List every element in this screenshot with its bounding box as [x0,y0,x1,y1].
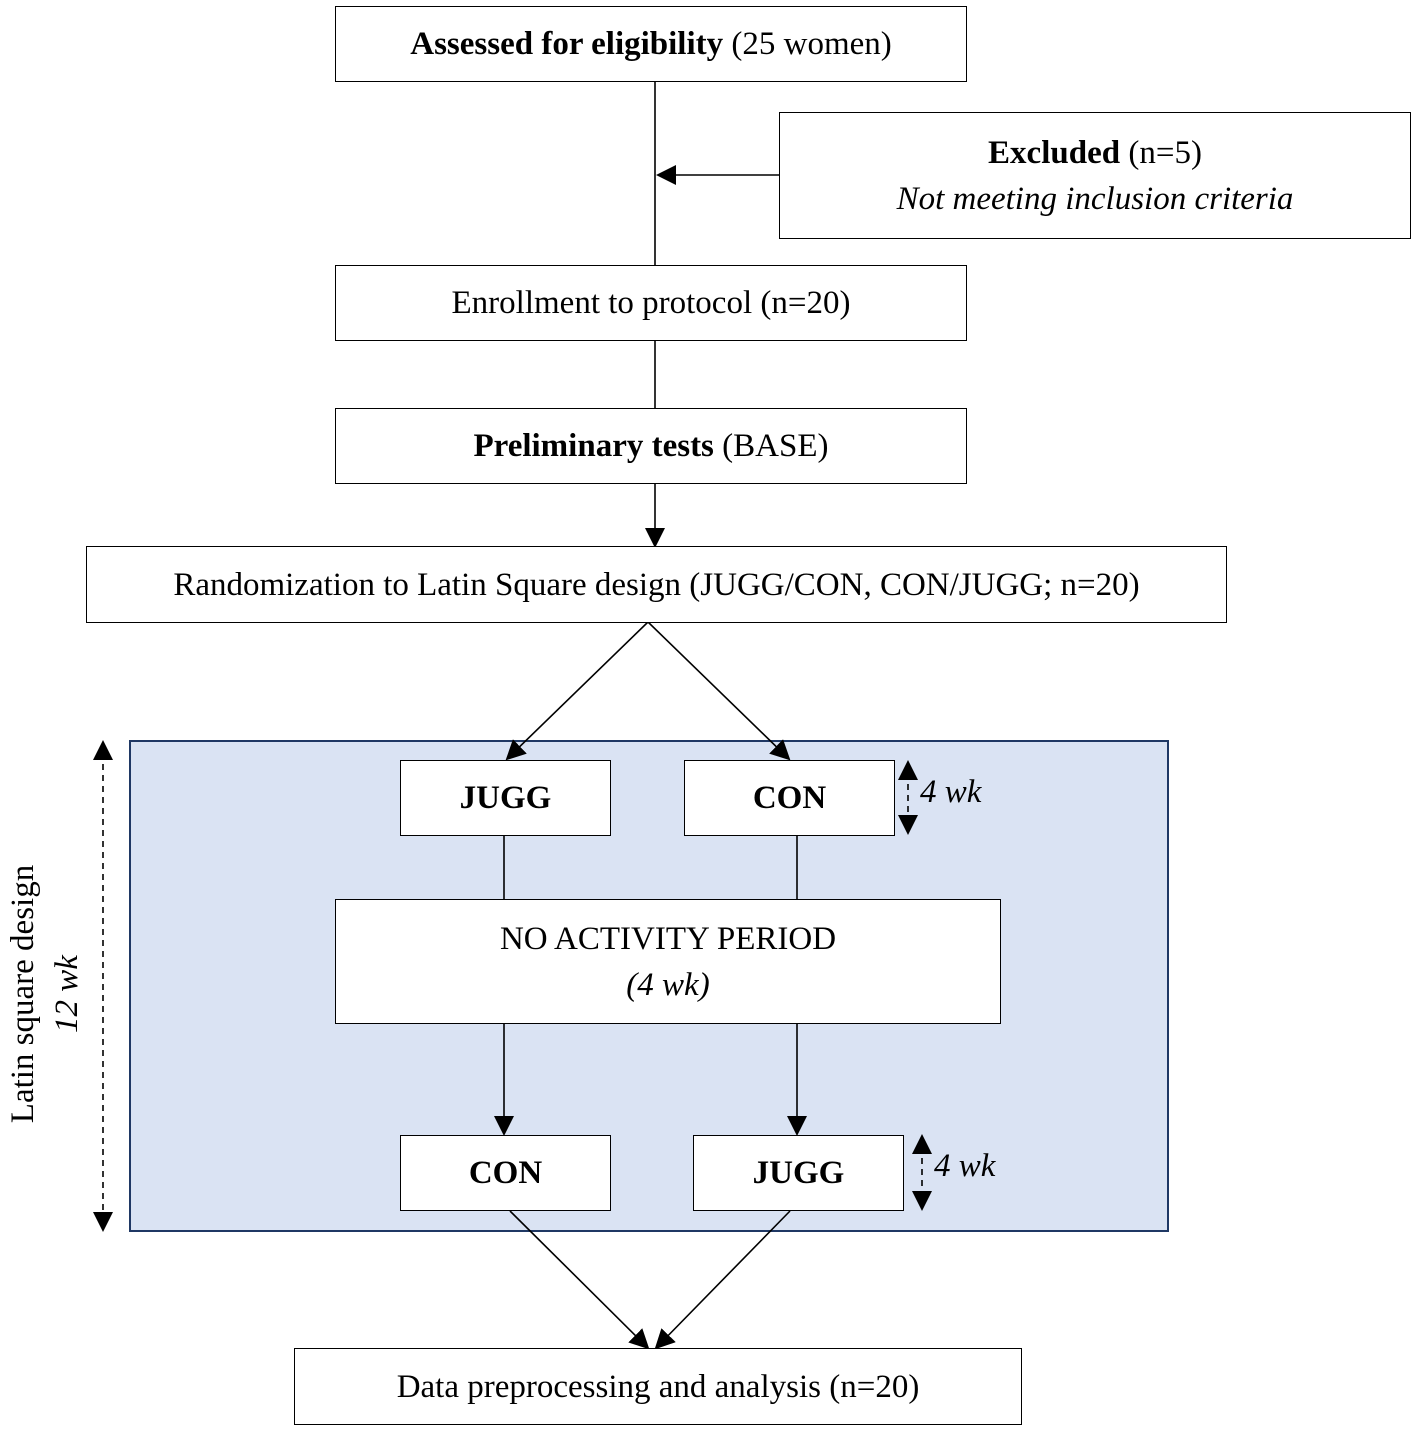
randomization-box: Randomization to Latin Square design (JU… [86,546,1227,623]
excluded-reason: Not meeting inclusion criteria [896,180,1294,217]
preliminary-base: (BASE) [713,428,829,464]
jugg-label-period-1: JUGG [459,780,552,816]
arrow-randomization-con [647,621,791,761]
analysis-box: Data preprocessing and analysis (n=20) [294,1348,1022,1425]
no-activity-box: NO ACTIVITY PERIOD (4 wk) [335,899,1001,1024]
latin-square-title: Latin square design [5,864,41,1124]
preliminary-box: Preliminary tests (BASE) [335,408,967,484]
no-activity-label: NO ACTIVITY PERIOD [499,920,837,957]
no-activity-duration: (4 wk) [626,966,710,1003]
con-label-period-2: CON [468,1155,543,1191]
enrollment-text: Enrollment to protocol (n=20) [451,285,851,321]
con-label-period-1: CON [752,780,827,816]
arrow-con-analysis [509,1210,650,1350]
excluded-count: (n=5) [1120,134,1202,171]
analysis-text: Data preprocessing and analysis (n=20) [396,1368,920,1405]
enrollment-box: Enrollment to protocol (n=20) [335,265,967,341]
latin-square-duration: 12 wk [49,955,85,1033]
assessed-label: Assessed for eligibility [410,26,724,62]
duration-label-period-2: 4 wk [934,1148,996,1184]
preliminary-label: Preliminary tests [473,428,714,464]
jugg-box-period-2: JUGG [693,1135,904,1211]
arrow-jugg-analysis [654,1210,791,1350]
randomization-text: Randomization to Latin Square design (JU… [173,566,1140,603]
assessed-box: Assessed for eligibility (25 women) [335,6,967,82]
con-box-period-1: CON [684,760,895,836]
jugg-label-period-2: JUGG [752,1155,845,1191]
con-box-period-2: CON [400,1135,611,1211]
excluded-box: Excluded (n=5) Not meeting inclusion cri… [779,112,1411,239]
excluded-label: Excluded [988,134,1121,171]
assessed-count: (25 women) [723,26,892,62]
arrow-randomization-jugg [505,621,649,761]
duration-label-period-1: 4 wk [920,774,982,810]
jugg-box-period-1: JUGG [400,760,611,836]
